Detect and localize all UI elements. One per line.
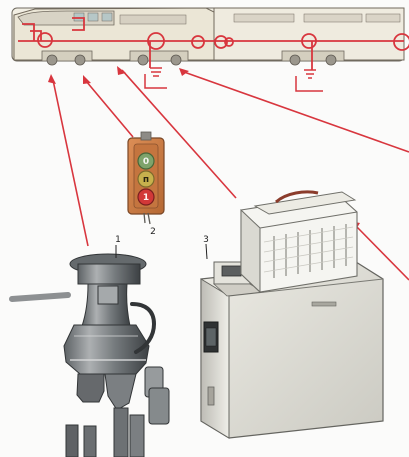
- red-button-label: 1: [143, 193, 149, 203]
- electrical-box-assembly: [200, 190, 384, 439]
- control-panel: 0 п 1: [127, 131, 165, 225]
- control-panel-bottom-lead: [143, 212, 146, 224]
- callout-label-3: 3: [203, 235, 209, 245]
- valve-far-right-pipe: [129, 414, 145, 457]
- valve-left-pipe: [65, 424, 79, 457]
- front-bogie: [41, 50, 93, 66]
- yellow-button-label: п: [143, 175, 149, 185]
- rear-roof-grille-1: [233, 13, 295, 23]
- yellow-button: [137, 170, 155, 188]
- main-box-side: [200, 278, 230, 439]
- radiator-housing: [240, 190, 358, 294]
- valve-side-tube: [130, 302, 157, 354]
- callout-label-1: 1: [115, 235, 121, 245]
- small-top-box-window: [221, 265, 242, 277]
- callout-label-2: 2: [150, 227, 156, 237]
- cab-window-2: [87, 12, 99, 22]
- red-button: [137, 188, 155, 206]
- cab-window-band: [17, 10, 115, 26]
- front-roof-grille: [119, 14, 187, 25]
- middle-bogie: [129, 50, 189, 66]
- valve-right-lower-fitting: [148, 387, 170, 425]
- valve-side-fitting: [97, 285, 119, 305]
- valve-right-pipe: [113, 407, 129, 457]
- rear-roof-grille-2: [303, 13, 363, 23]
- cab-window-3: [101, 12, 113, 22]
- locomotive-connection-circles: [37, 32, 409, 51]
- valve-center-pipe: [83, 425, 97, 457]
- lower-front-red-wire: [30, 30, 42, 41]
- cab-window-1: [73, 12, 85, 22]
- control-panel-cable-gland: [140, 131, 152, 141]
- label-3-leader: [205, 243, 208, 260]
- locomotive-illustration: [11, 7, 409, 92]
- front-handle: [207, 386, 215, 406]
- valve-assembly: [9, 245, 170, 457]
- valve-lower-right-body: [104, 373, 137, 411]
- green-button-label: 0: [143, 157, 149, 167]
- valve-body: [63, 324, 150, 375]
- valve-handle: [9, 292, 71, 302]
- valve-cap-body: [77, 263, 141, 285]
- valve-lower-left-body: [76, 373, 105, 403]
- cab-red-wire: [72, 17, 85, 31]
- box-slot: [311, 301, 337, 307]
- rear-bogie: [281, 50, 345, 66]
- green-button: [137, 152, 155, 170]
- leader-lines: [52, 69, 409, 281]
- rear-roof-grille-3: [365, 13, 401, 23]
- front-window-glass: [205, 327, 217, 347]
- control-panel-bottom-lead-2: [147, 212, 151, 225]
- ground-symbols: [144, 67, 323, 92]
- front-red-wire: [22, 23, 35, 41]
